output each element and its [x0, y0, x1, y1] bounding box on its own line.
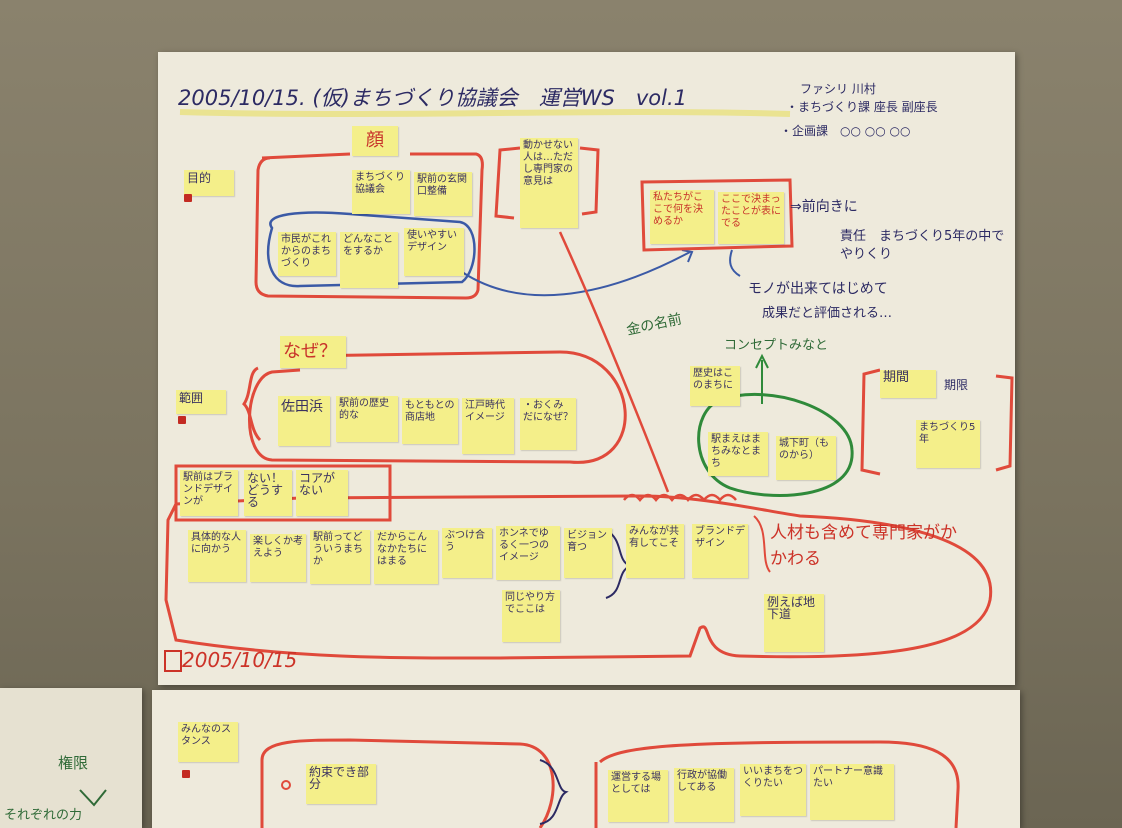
sticky-note: 同じやり方でここは [502, 590, 560, 642]
kao-red-outline [254, 152, 484, 300]
handwritten-sasaeru: 人材も含めて専門家がかかわる [770, 523, 957, 569]
sticky-note: 駅前ってどういうまちか [310, 530, 370, 584]
sticky-note: 約束でき部分 [306, 764, 376, 804]
kikan-red-bracket [860, 368, 1014, 476]
blue-oval [267, 211, 476, 288]
sticky-note: 駅まえはまちみなとまち [708, 432, 768, 476]
handwritten-sekinin: 責任 まちづくり5年の中でやりくり [840, 229, 1005, 262]
sticky-note: パートナー意識たい [810, 764, 894, 820]
sticky-note: ビジョン育つ [564, 528, 612, 578]
sticky-note: どんなことをするか [340, 232, 398, 288]
handwritten-minato: コンセプトみなと [724, 338, 829, 353]
green-circle [697, 392, 854, 497]
sticky-note: ぶつけ合う [442, 528, 492, 578]
sticky-note: まちづくり5年 [916, 420, 980, 468]
bottom-red-outline [164, 494, 993, 660]
sticky-note: 佐田浜 [278, 396, 330, 446]
naze-red-outline [248, 350, 627, 464]
footer-date: 2005/10/15 [182, 648, 298, 672]
sticky-note: コアがない [296, 470, 348, 516]
sticky-note: いいまちをつくりたい [740, 764, 806, 816]
handwritten-seika: 成果だと評価される… [762, 306, 893, 321]
board-title: 2005/10/15. (仮)まちづくり協議会 運営WS vol.1 [178, 86, 688, 110]
title-note-section: ・まちづくり課 座長 副座長 [786, 100, 938, 114]
blue-arrow [461, 251, 691, 297]
sticky-note: ホンネでゆるく一つのイメージ [496, 526, 560, 580]
header-kao: 顔 [352, 126, 398, 156]
decide-red-box [640, 178, 794, 252]
sticky-note: 動かせない人は…ただし専門家の意見は [520, 138, 578, 228]
side-sheet [0, 688, 142, 828]
sticky-note: 駅前の玄関口整備 [414, 172, 472, 216]
sticky-note: 私たちがここで何を決めるか [650, 190, 714, 244]
sticky-note: もともとの商店地 [402, 398, 458, 444]
sticky-note: 市民がこれからのまちづくり [278, 232, 336, 276]
handwritten-mono: モノが出来てはじめて [748, 281, 888, 297]
title-note-planning: ・企画課 ○○ ○○ ○○ [780, 124, 911, 138]
header-kikan: 期間 [880, 370, 936, 398]
pin-marker [178, 416, 186, 424]
sticky-note: まちづくり協議会 [352, 170, 410, 214]
handwritten-maemuki: ⇒前向きに [790, 199, 858, 215]
pin-marker [182, 770, 190, 778]
sticky-note: 城下町（ものから） [776, 436, 836, 480]
sticky-note: 駅前の歴史的な [336, 396, 398, 442]
sticky-note: 運営する場としては [608, 770, 668, 822]
title-note-facilitator: ファシリ 川村 [800, 82, 876, 96]
top-mid-bracket [494, 146, 600, 220]
handwritten-left-bottom: それぞれの力 [4, 808, 83, 823]
sticky-note: ブランドデザイン [692, 524, 748, 578]
sticky-note: 使いやすいデザイン [404, 228, 464, 276]
sticky-note: 例えば地下道 [764, 594, 824, 652]
sticky-note: ない！どうする [244, 470, 292, 516]
sticky-note: みんなが共有してこそ [626, 524, 684, 578]
sticky-note: 具体的な人に向かう [188, 530, 246, 582]
header-naze: なぜ？ [280, 336, 346, 368]
kikan-sub: 期限 [944, 378, 969, 392]
sticky-note: 楽しくか考えよう [250, 534, 306, 582]
sticky-note: 江戸時代イメージ [462, 398, 514, 454]
sticky-note: 駅前はブランドデザインが [180, 470, 238, 516]
sticky-note: だからこんなかたちにはまる [374, 530, 438, 584]
page-number-box [164, 650, 182, 672]
stance-red-outline [260, 738, 555, 828]
header-mokuteki: 目的 [184, 170, 234, 196]
header-hani: 範囲 [176, 390, 226, 414]
red-connector [558, 231, 670, 493]
sticky-note: ここで決まったことが表にでる [718, 192, 784, 244]
sticky-note: 歴史はこのまちに [690, 366, 740, 406]
pin-marker [184, 194, 192, 202]
header-minna-stance: みんなのスタンス [178, 722, 238, 762]
sticky-note: 行政が協働してある [674, 768, 734, 822]
sticky-note: ・おくみだになぜ？ [520, 398, 576, 450]
handwritten-kenshin: 権限 [58, 754, 89, 772]
